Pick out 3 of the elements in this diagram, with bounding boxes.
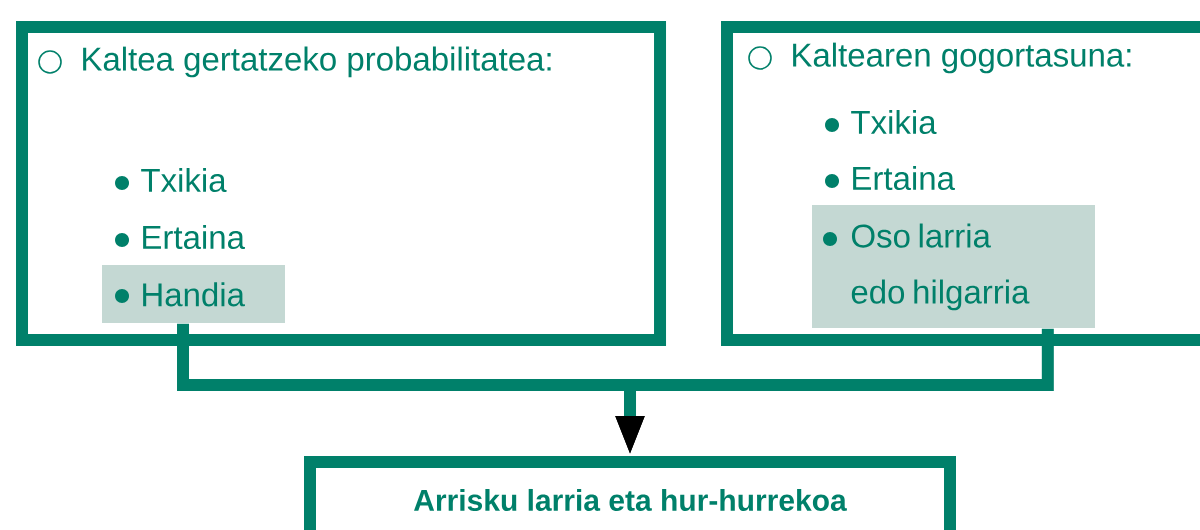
result-box: Arrisku larria eta hur-hurrekoa	[304, 456, 956, 530]
highlight-box: Handia	[102, 265, 285, 323]
highlight-box: Oso larria edo hilgarria	[812, 205, 1095, 328]
